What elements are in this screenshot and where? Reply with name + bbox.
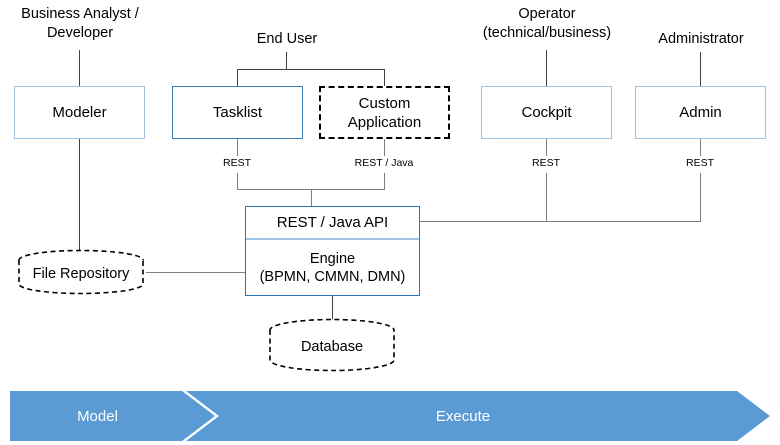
phase-chevron-model[interactable]: Model — [10, 391, 215, 441]
connector-operator-to-cockpit — [546, 50, 548, 86]
engine-core-section[interactable]: Engine (BPMN, CMMN, DMN) — [246, 240, 419, 295]
component-box-cockpit[interactable]: Cockpit — [481, 86, 612, 139]
role-label-business-analyst-developer: Business Analyst / Developer — [21, 6, 139, 41]
connector-admin-drop-lower — [700, 173, 702, 222]
phase-label-execute: Execute — [435, 407, 491, 425]
connector-administrator-to-admin — [700, 52, 702, 86]
engine-label: Engine — [309, 250, 356, 267]
connector-tasklist-drop-lower — [237, 173, 239, 190]
connector-enduser-split — [237, 69, 385, 71]
component-box-admin[interactable]: Admin — [635, 86, 766, 139]
file-repository-cylinder-icon — [18, 249, 144, 295]
connector-modeler-to-file-repository — [79, 139, 81, 254]
connector-label-cockpit-rest: REST — [516, 157, 576, 169]
phase-label-model: Model — [77, 407, 118, 425]
engine-api-section[interactable]: REST / Java API — [246, 207, 419, 240]
database-cylinder-icon — [269, 318, 395, 372]
engine-sub-label: (BPMN, CMMN, DMN) — [259, 268, 406, 285]
component-box-tasklist[interactable]: Tasklist — [172, 86, 303, 139]
phase-chevron-execute[interactable]: Execute — [186, 391, 770, 441]
connector-custom-application-drop-upper — [384, 139, 386, 156]
connector-enduser-to-tasklist — [237, 69, 239, 86]
connector-admin-drop-upper — [700, 139, 702, 156]
store-label-file-repository: File Repository — [32, 266, 130, 282]
component-label-admin: Admin — [679, 104, 722, 121]
component-label-tasklist: Tasklist — [212, 104, 263, 121]
connector-enduser-stem — [286, 52, 288, 70]
connector-left-merge-stem — [311, 189, 313, 207]
store-file-repository[interactable]: File Repository — [16, 249, 146, 296]
connector-cockpit-drop-lower — [546, 173, 548, 222]
connector-label-admin-rest: REST — [670, 157, 730, 169]
engine-stack[interactable]: REST / Java API Engine (BPMN, CMMN, DMN) — [245, 206, 420, 296]
store-label-database: Database — [300, 339, 364, 355]
store-database[interactable]: Database — [267, 318, 397, 373]
component-label-custom-application: Custom Application — [347, 94, 422, 131]
connector-api-to-right-tools — [419, 221, 701, 223]
connector-cockpit-drop-upper — [546, 139, 548, 156]
connector-custom-application-drop-lower — [384, 173, 386, 190]
connector-file-repository-to-engine — [146, 272, 245, 274]
component-box-modeler[interactable]: Modeler — [14, 86, 145, 139]
connector-label-tasklist-rest: REST — [207, 157, 267, 169]
connector-tasklist-drop-upper — [237, 139, 239, 156]
connector-analyst-to-modeler — [79, 50, 81, 86]
component-label-cockpit: Cockpit — [521, 104, 572, 121]
component-box-custom-application[interactable]: Custom Application — [319, 86, 450, 139]
connector-enduser-to-custom-application — [384, 69, 386, 86]
connector-engine-to-database — [332, 296, 334, 322]
role-label-operator: Operator (technical/business) — [482, 6, 612, 41]
connector-label-custom-application-rest-java: REST / Java — [344, 157, 424, 169]
role-label-administrator: Administrator — [658, 31, 744, 47]
component-label-modeler: Modeler — [52, 104, 107, 121]
engine-api-label: REST / Java API — [276, 214, 389, 231]
role-label-end-user: End User — [256, 31, 318, 47]
